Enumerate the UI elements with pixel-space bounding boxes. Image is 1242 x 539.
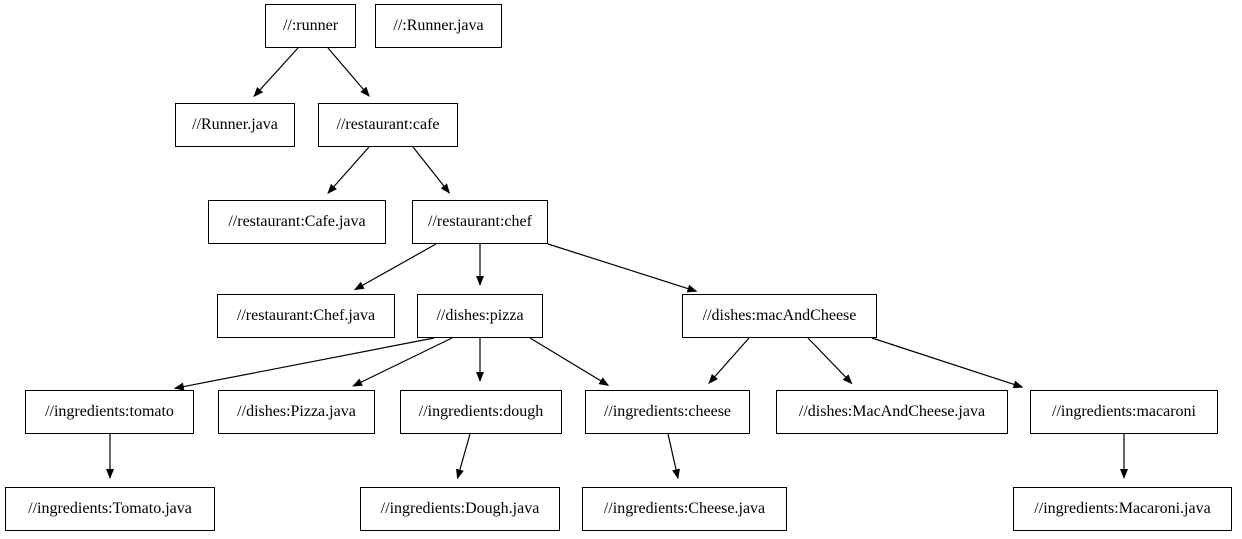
- graph-edge-dishes_pizza-to-dishes_pizza_java: [352, 337, 453, 387]
- graph-node-root_runner_java[interactable]: //:Runner.java: [375, 4, 502, 48]
- graph-node-label: //ingredients:Tomato.java: [28, 500, 192, 517]
- graph-edge-runner-to-runner_java: [253, 47, 299, 98]
- graph-edge-dishes_macandcheese-to-ingredients_macaroni: [871, 337, 1024, 389]
- graph-node-ingredients_macaroni[interactable]: //ingredients:macaroni: [1030, 390, 1218, 434]
- graph-node-restaurant_chef[interactable]: //restaurant:chef: [412, 200, 548, 244]
- graph-node-restaurant_chef_java[interactable]: //restaurant:Chef.java: [217, 294, 395, 338]
- graph-node-restaurant_cafe[interactable]: //restaurant:cafe: [318, 103, 458, 147]
- graph-node-label: //ingredients:cheese: [603, 403, 732, 420]
- graph-edge-restaurant_cafe-to-restaurant_chef: [412, 146, 451, 194]
- graph-node-label: //restaurant:Cafe.java: [228, 213, 366, 230]
- graph-node-label: //dishes:macAndCheese: [702, 307, 857, 324]
- graph-edge-runner-to-restaurant_cafe: [327, 47, 370, 97]
- graph-node-dishes_mac_java[interactable]: //dishes:MacAndCheese.java: [776, 390, 1008, 434]
- graph-node-label: //ingredients:Macaroni.java: [1034, 500, 1211, 517]
- graph-node-label: //dishes:pizza: [436, 307, 524, 324]
- graph-node-dishes_macandcheese[interactable]: //dishes:macAndCheese: [682, 294, 877, 338]
- graph-node-ingredients_cheese[interactable]: //ingredients:cheese: [585, 390, 750, 434]
- graph-node-label: //dishes:MacAndCheese.java: [798, 403, 986, 420]
- graph-node-label: //Runner.java: [192, 116, 278, 133]
- graph-node-ingredients_cheese_java[interactable]: //ingredients:Cheese.java: [582, 487, 787, 531]
- graph-node-runner_java[interactable]: //Runner.java: [175, 103, 295, 147]
- graph-node-label: //ingredients:Cheese.java: [603, 500, 766, 517]
- graph-node-label: //ingredients:Dough.java: [380, 500, 540, 517]
- graph-node-label: //:runner: [282, 17, 339, 34]
- graph-edge-ingredients_cheese-to-ingredients_cheese_java: [667, 433, 680, 480]
- graph-node-label: //dishes:Pizza.java: [237, 403, 356, 420]
- graph-node-ingredients_macaroni_java[interactable]: //ingredients:Macaroni.java: [1013, 487, 1232, 531]
- graph-node-dishes_pizza_java[interactable]: //dishes:Pizza.java: [218, 390, 375, 434]
- graph-edge-restaurant_cafe-to-restaurant_cafe_java: [327, 146, 370, 195]
- graph-edge-dishes_pizza-to-ingredients_cheese: [529, 337, 610, 386]
- graph-node-dishes_pizza[interactable]: //dishes:pizza: [417, 294, 543, 338]
- graph-node-label: //restaurant:cafe: [336, 116, 440, 133]
- graph-node-label: //restaurant:Chef.java: [236, 307, 376, 324]
- graph-node-runner[interactable]: //:runner: [265, 4, 356, 48]
- graph-edge-restaurant_chef-to-restaurant_chef_java: [353, 243, 437, 291]
- graph-edge-dishes_pizza-to-ingredients_tomato: [173, 337, 435, 391]
- graph-node-ingredients_tomato[interactable]: //ingredients:tomato: [25, 390, 194, 434]
- graph-node-label: //ingredients:tomato: [45, 403, 174, 420]
- graph-node-label: //ingredients:macaroni: [1052, 403, 1196, 420]
- graph-node-ingredients_dough_java[interactable]: //ingredients:Dough.java: [360, 487, 560, 531]
- graph-node-label: //ingredients:dough: [418, 403, 544, 420]
- graph-edge-dishes_macandcheese-to-ingredients_cheese: [708, 337, 750, 385]
- graph-edge-ingredients_dough-to-ingredients_dough_java: [456, 433, 471, 480]
- graph-node-restaurant_cafe_java[interactable]: //restaurant:Cafe.java: [208, 200, 386, 244]
- graph-node-label: //:Runner.java: [393, 17, 484, 34]
- graph-node-ingredients_dough[interactable]: //ingredients:dough: [400, 390, 562, 434]
- graph-edge-restaurant_chef-to-dishes_macandcheese: [547, 243, 698, 293]
- graph-edge-dishes_macandcheese-to-dishes_mac_java: [807, 337, 853, 385]
- graph-node-label: //restaurant:chef: [428, 213, 532, 230]
- graph-node-ingredients_tomato_java[interactable]: //ingredients:Tomato.java: [5, 487, 215, 531]
